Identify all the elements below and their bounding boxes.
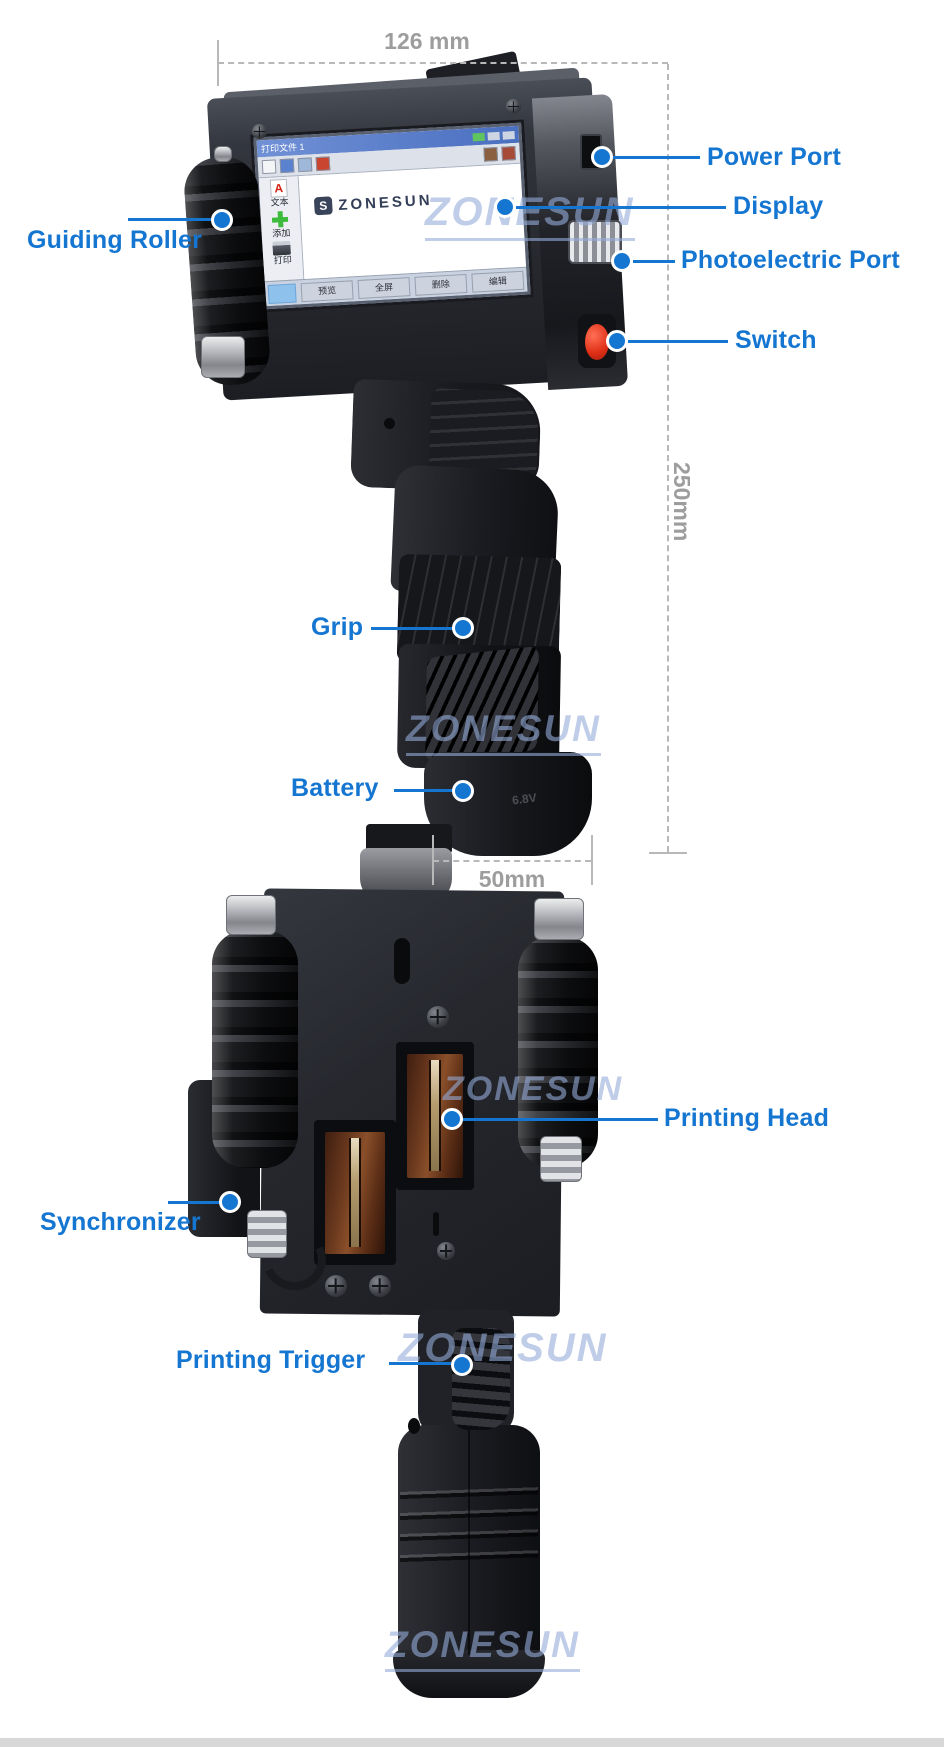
roller-nut-right xyxy=(540,1136,582,1182)
settings-icon xyxy=(501,146,517,161)
label-photoelectric-port: Photoelectric Port xyxy=(681,246,900,274)
logo-badge: S xyxy=(313,196,333,216)
watermark: ZONESUN xyxy=(425,190,635,241)
print-icon xyxy=(272,240,292,256)
callout-dot-display xyxy=(494,196,516,218)
roller-left-shape xyxy=(212,930,298,1168)
delete-icon xyxy=(315,156,331,172)
screen-button: 删除 xyxy=(414,273,468,296)
callout-line-printing-trigger xyxy=(389,1362,451,1365)
battery-indicator-icon xyxy=(472,132,485,141)
body-screw xyxy=(506,99,521,114)
synchronizer-nut xyxy=(247,1210,287,1258)
titlebar-icon xyxy=(502,130,515,140)
body-slot xyxy=(394,938,410,984)
titlebar-icon xyxy=(487,131,500,141)
trigger-shape xyxy=(452,1328,510,1430)
dimension-tick xyxy=(591,835,593,885)
grip-screw xyxy=(384,418,395,429)
body-screw xyxy=(427,1006,449,1028)
screen-button: 编辑 xyxy=(471,270,525,293)
roller-top-screw xyxy=(214,146,232,162)
dimension-line xyxy=(218,62,668,64)
callout-dot-switch xyxy=(606,330,628,352)
callout-line-guiding-roller xyxy=(128,218,211,221)
callout-dot-printing-head xyxy=(441,1108,463,1130)
callout-line-power-port xyxy=(613,156,700,159)
label-display: Display xyxy=(733,192,824,220)
sidebar-item-label: 添加 xyxy=(272,227,291,239)
label-grip: Grip xyxy=(311,613,364,641)
label-printing-trigger: Printing Trigger xyxy=(176,1346,366,1374)
sidebar-item-label: 打印 xyxy=(273,254,293,266)
callout-line-synchronizer xyxy=(168,1201,219,1204)
save-icon xyxy=(279,158,295,174)
callout-dot-printing-trigger xyxy=(451,1354,473,1376)
label-battery: Battery xyxy=(291,774,379,802)
dimension-line xyxy=(667,64,669,852)
sidebar-item-add: 添加 xyxy=(271,210,291,239)
callout-dot-battery xyxy=(452,780,474,802)
roller-bottom-cap xyxy=(201,336,245,378)
body-screw xyxy=(369,1275,391,1297)
watermark: ZONESUN xyxy=(385,1624,580,1672)
watermark: ZONESUN xyxy=(406,708,601,756)
screen-button: 预览 xyxy=(300,279,354,302)
bottom-bar xyxy=(0,1738,944,1747)
label-power-port: Power Port xyxy=(707,143,841,171)
text-file-icon: A xyxy=(269,178,288,198)
grip-seam xyxy=(468,1430,470,1655)
sidebar-item-label: 文本 xyxy=(270,196,289,208)
body-screw xyxy=(325,1275,347,1297)
grip-hole xyxy=(408,1418,420,1434)
callout-dot-guiding-roller xyxy=(211,209,233,231)
callout-line-grip xyxy=(371,627,452,630)
sidebar-item-print: 打印 xyxy=(272,240,293,266)
usb-icon xyxy=(297,157,313,173)
new-file-icon xyxy=(261,159,277,175)
dimension-line xyxy=(433,860,591,862)
dimension-bottom-width: 50mm xyxy=(478,866,546,892)
callout-dot-power-port xyxy=(591,146,613,168)
callout-dot-synchronizer xyxy=(219,1191,241,1213)
cartridge-slot xyxy=(325,1132,385,1254)
label-switch: Switch xyxy=(735,326,817,354)
callout-line-display xyxy=(516,206,726,209)
callout-dot-photoelectric-port xyxy=(611,250,633,272)
label-guiding-roller: Guiding Roller xyxy=(27,226,203,254)
roller-right-shape xyxy=(518,936,598,1168)
battery-base xyxy=(424,752,592,856)
body-screw xyxy=(437,1242,455,1260)
callout-line-printing-head xyxy=(463,1118,658,1121)
watermark: ZONESUN xyxy=(443,1070,624,1108)
callout-line-photoelectric-port xyxy=(633,260,675,263)
switch-button-shape xyxy=(585,324,609,360)
dimension-top-width: 126 mm xyxy=(384,28,470,54)
callout-line-switch xyxy=(628,340,728,343)
callout-dot-grip xyxy=(452,617,474,639)
screen-button: 全屏 xyxy=(357,276,411,299)
label-synchronizer: Synchronizer xyxy=(40,1208,201,1236)
label-printing-head: Printing Head xyxy=(664,1104,830,1132)
battery-marking-text: 6.8V xyxy=(511,790,538,808)
logo-text: ZONESUN xyxy=(337,191,433,214)
grip-bottom-cap xyxy=(393,1650,545,1698)
screen-logo: S ZONESUN xyxy=(313,191,433,216)
add-icon xyxy=(271,210,290,229)
dimension-tick xyxy=(649,852,687,854)
screen-sidebar: A 文本 添加 打印 xyxy=(258,176,305,282)
body-screw xyxy=(252,124,267,139)
screen-button-selected xyxy=(267,282,297,304)
body-slit xyxy=(433,1212,439,1236)
callout-line-battery xyxy=(394,789,452,792)
roller-cap-right xyxy=(534,898,584,940)
tools-icon xyxy=(483,147,499,162)
dimension-right-height: 250mm xyxy=(669,462,695,542)
sidebar-item-text: A 文本 xyxy=(269,178,289,208)
roller-cap-left xyxy=(226,895,276,935)
